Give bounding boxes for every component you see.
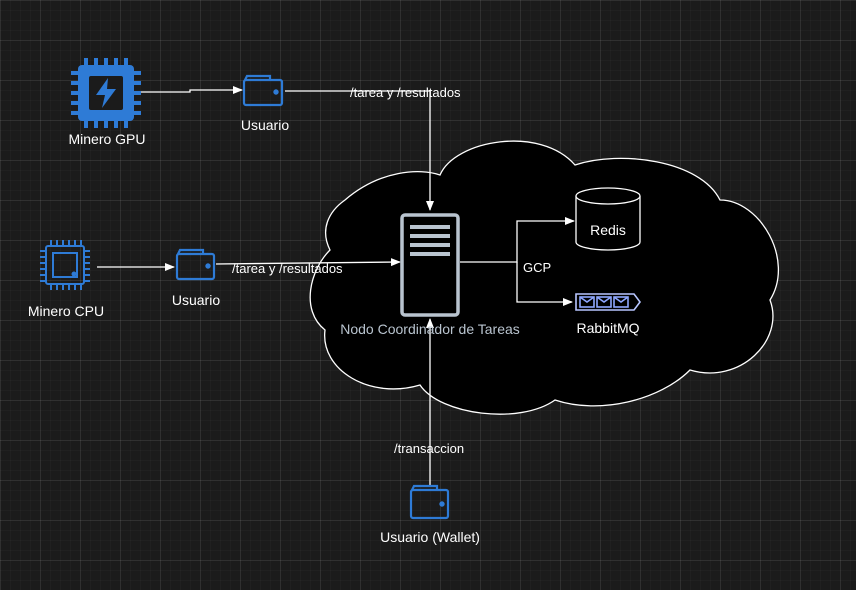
server-icon xyxy=(400,213,460,317)
cpu-chip-icon xyxy=(40,240,90,290)
usuario-wallet-label: Usuario (Wallet) xyxy=(380,529,480,545)
wallet-icon xyxy=(409,484,450,520)
queue-icon xyxy=(575,293,641,311)
gpu-chip-icon xyxy=(71,58,141,128)
usuario-label: Usuario xyxy=(240,117,290,133)
wallet-route-label: /transaccion xyxy=(394,441,465,456)
edge-coordinador-to-redis xyxy=(460,217,575,263)
coordinador-label: Nodo Coordinador de Tareas xyxy=(340,321,520,337)
edge-usuario1-to-coordinador xyxy=(285,90,434,211)
minero-cpu-label: Minero CPU xyxy=(27,303,105,319)
minero-gpu-label: Minero GPU xyxy=(68,131,146,147)
gcp-cloud xyxy=(309,140,780,415)
edge-gpu-to-usuario xyxy=(136,86,243,94)
usuario-label: Usuario xyxy=(171,292,221,308)
gcp-label: GCP xyxy=(523,260,552,275)
cpu-route-label: /tarea y /resultados xyxy=(232,261,343,276)
rabbitmq-label: RabbitMQ xyxy=(576,320,640,336)
redis-label: Redis xyxy=(590,222,626,238)
wallet-icon xyxy=(175,248,216,281)
database-icon xyxy=(575,187,641,251)
edge-coordinador-to-rabbitmq xyxy=(516,262,573,306)
wallet-icon xyxy=(242,74,284,107)
edge-usuario2-to-coordinador xyxy=(215,258,401,267)
gpu-route-label: /tarea y /resultados xyxy=(350,85,461,100)
